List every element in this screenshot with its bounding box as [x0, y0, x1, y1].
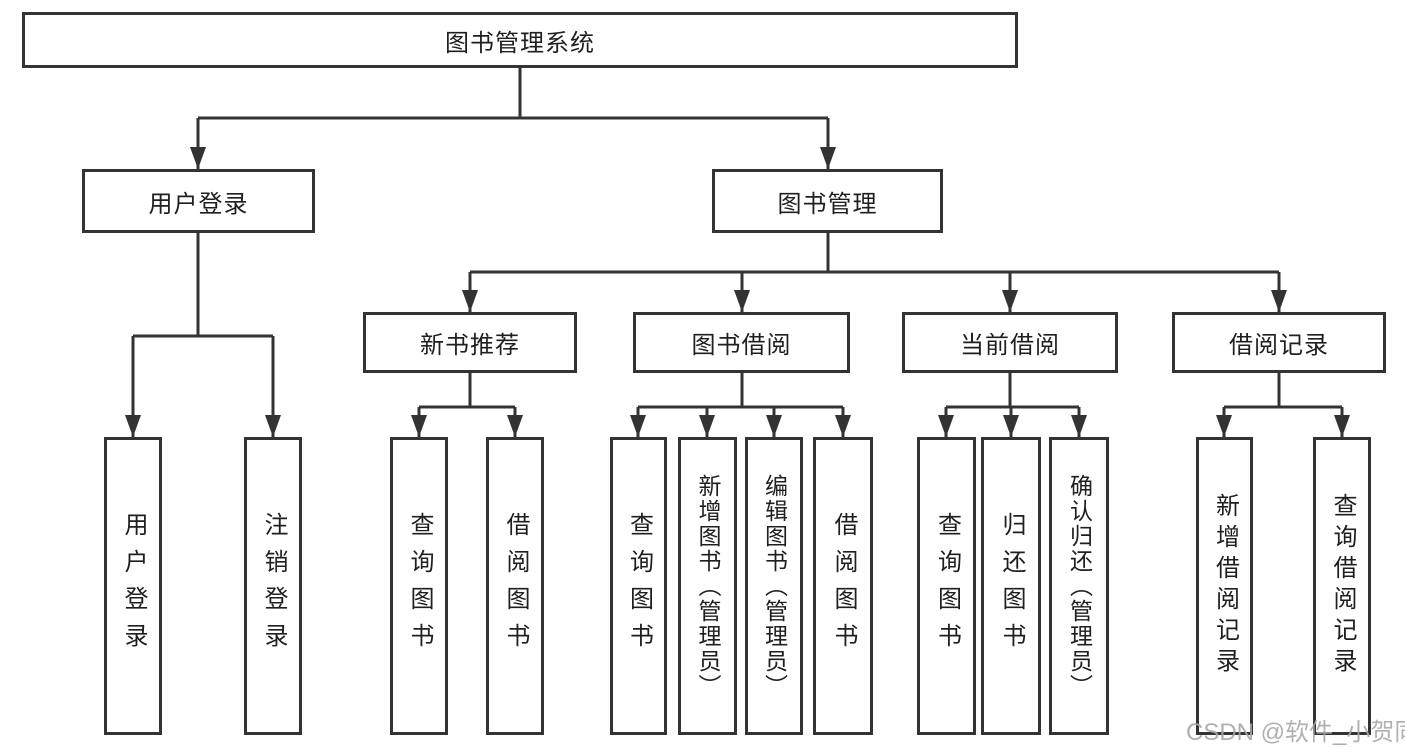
leaf-logout: 注销登录 [244, 437, 302, 735]
leaf-current-confirm-return-admin: 确认归还（管理员） [1049, 437, 1109, 735]
trunk-borrowing-records [1224, 373, 1342, 409]
node-label: 查询图书 [625, 512, 653, 660]
trunk-current-borrowing [946, 373, 1079, 409]
leaf-current-return-books: 归还图书 [981, 437, 1041, 735]
node-borrowing-records: 借阅记录 [1172, 312, 1386, 373]
trunk-book-management [470, 233, 1279, 274]
trunk-user-login [133, 233, 273, 338]
trunk-root [198, 68, 828, 120]
node-label: 借阅记录 [1229, 332, 1329, 359]
node-new-book-recommendation: 新书推荐 [363, 312, 577, 373]
node-book-management-module: 图书管理 [712, 169, 943, 233]
node-current-borrowing: 当前借阅 [902, 312, 1118, 373]
node-label: 归还图书 [998, 512, 1025, 660]
node-label: 用户登录 [148, 190, 249, 218]
node-label: 当前借阅 [960, 332, 1060, 359]
node-label: 查询图书 [933, 512, 961, 660]
node-label: 新书推荐 [420, 332, 520, 359]
node-book-management-system: 图书管理系统 [22, 12, 1018, 68]
leaf-newbook-borrow-books: 借阅图书 [486, 437, 544, 735]
node-user-login-module: 用户登录 [82, 169, 315, 233]
node-label: 用户登录 [120, 512, 147, 660]
node-label: 注销登录 [260, 512, 287, 660]
node-label: 新增图书（管理员） [695, 473, 721, 699]
leaf-current-query-books: 查询图书 [917, 437, 976, 735]
node-label: 查询借阅记录 [1329, 493, 1356, 679]
node-label: 图书管理 [777, 190, 878, 218]
watermark-text: CSDN @软件_小贺同学 [1186, 719, 1405, 746]
node-label: 借阅图书 [502, 512, 529, 660]
node-label: 新增借阅记录 [1211, 493, 1239, 679]
node-book-borrowing: 图书借阅 [633, 312, 850, 373]
trunk-new-book-recommendation [419, 373, 515, 409]
leaf-records-query-record: 查询借阅记录 [1313, 437, 1371, 735]
node-label: 查询图书 [406, 512, 433, 660]
leaf-bookborrow-query-books: 查询图书 [610, 437, 667, 735]
leaf-user-login: 用户登录 [104, 437, 162, 735]
leaf-newbook-query-books: 查询图书 [390, 437, 448, 735]
trunk-book-borrowing [638, 373, 843, 409]
node-label: 编辑图书（管理员） [761, 473, 788, 699]
leaf-records-add-record: 新增借阅记录 [1196, 437, 1253, 735]
leaf-bookborrow-add-books-admin: 新增图书（管理员） [678, 437, 737, 735]
leaf-bookborrow-edit-books-admin: 编辑图书（管理员） [745, 437, 803, 735]
node-label: 图书管理系统 [445, 29, 595, 57]
node-label: 图书借阅 [691, 332, 792, 359]
node-label: 确认归还（管理员） [1066, 473, 1093, 699]
node-label: 借阅图书 [830, 512, 857, 660]
leaf-bookborrow-borrow-books: 借阅图书 [813, 437, 873, 735]
